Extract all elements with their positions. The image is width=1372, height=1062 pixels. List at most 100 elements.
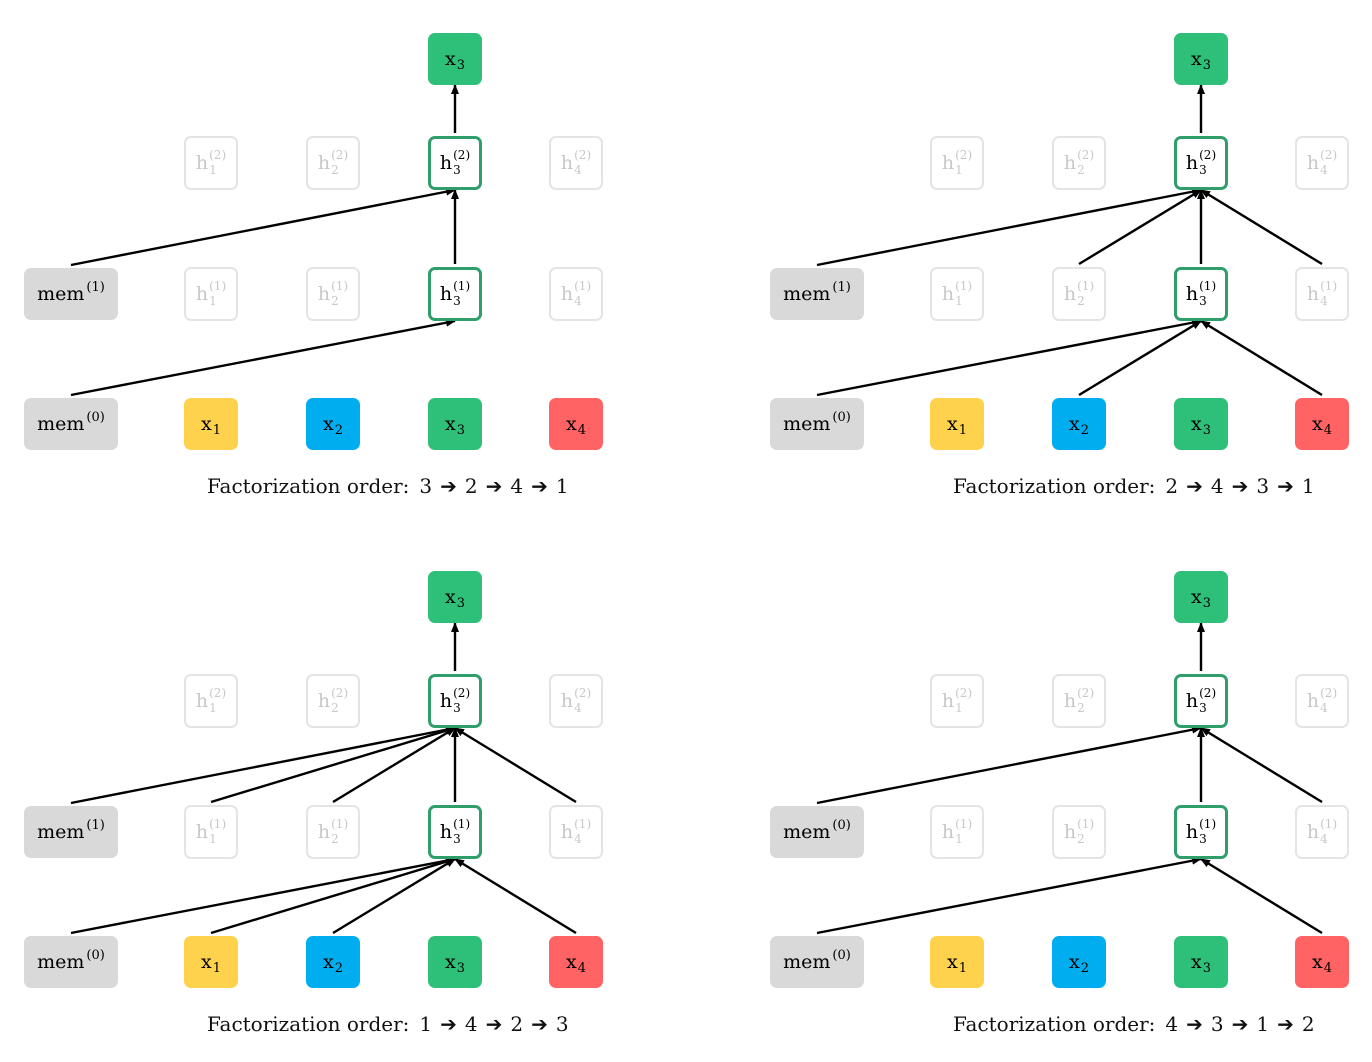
edge-x2-to-h3_1 — [1078, 319, 1202, 397]
x-text: x — [445, 48, 456, 70]
order-step: 2 — [1301, 1012, 1315, 1036]
token-index: 2 — [1080, 422, 1089, 438]
order-step: 3 — [1256, 474, 1270, 498]
hidden-label: h(1)1 — [196, 279, 227, 308]
hidden-indices: (1)2 — [331, 280, 348, 307]
order-arrow: ➔ — [485, 1012, 503, 1036]
edge-x2-to-h3_1 — [332, 857, 456, 935]
hidden-indices: (1)3 — [1199, 280, 1216, 307]
hidden-h4-layer2: h(2)4 — [1295, 674, 1349, 728]
h-text: h — [1185, 690, 1199, 712]
order-step: 3 — [1210, 1012, 1224, 1036]
mem-layer-superscript: (1) — [832, 279, 851, 295]
order-step: 4 — [1210, 474, 1224, 498]
hidden-h3-layer2: h(2)3 — [428, 136, 482, 190]
hidden-label: h(1)4 — [1307, 280, 1337, 307]
hidden-indices: (1)4 — [574, 818, 591, 845]
order-step: 1 — [419, 1012, 433, 1036]
edge-mem0-to-h3_1 — [816, 318, 1202, 397]
hidden-h2-layer1: h(1)2 — [306, 805, 360, 859]
hidden-label: h(1)1 — [196, 817, 227, 845]
mem1-node: mem(0) — [770, 806, 864, 858]
hidden-label: h(2)3 — [439, 149, 470, 176]
hidden-label: h(2)3 — [1186, 149, 1216, 176]
hidden-h2-layer2: h(2)2 — [1052, 136, 1106, 190]
hidden-indices: (1)3 — [453, 279, 471, 307]
position-subscript: 3 — [1199, 832, 1207, 846]
hidden-indices: (1)2 — [1077, 280, 1094, 308]
h-text: h — [439, 152, 453, 174]
h-text: h — [1306, 821, 1320, 843]
edge-mem0-to-h3_1 — [70, 856, 456, 935]
hidden-label: h(2)3 — [440, 686, 471, 715]
hidden-label: h(1)2 — [317, 818, 348, 846]
layer-superscript: (2) — [209, 148, 227, 162]
layer-superscript: (1) — [453, 279, 471, 293]
hidden-h3-layer1: h(1)3 — [1174, 805, 1228, 859]
caption-prefix: Factorization order: — [207, 1012, 410, 1036]
hidden-h4-layer2: h(2)4 — [1295, 136, 1349, 190]
h-text: h — [439, 283, 453, 305]
mem-text: mem — [783, 951, 831, 973]
x-text: x — [947, 951, 958, 973]
hidden-h2-layer2: h(2)2 — [306, 136, 360, 190]
edge-x1-to-h3_1 — [210, 857, 456, 935]
x-text: x — [1191, 413, 1202, 435]
x-text: x — [947, 413, 958, 435]
order-step: 1 — [1301, 474, 1315, 498]
position-subscript: 2 — [331, 832, 339, 846]
order-arrow: ➔ — [1231, 474, 1249, 498]
x-text: x — [1312, 413, 1323, 435]
hidden-label: h(1)2 — [1063, 818, 1094, 846]
position-subscript: 2 — [1077, 832, 1085, 846]
mem0-node: mem(0) — [770, 398, 864, 450]
x-text: x — [323, 951, 334, 973]
h-text: h — [317, 152, 331, 174]
h-text: h — [317, 821, 331, 843]
order-step: 3 — [555, 1012, 569, 1036]
h-text: h — [317, 283, 331, 305]
order-arrow: ➔ — [1277, 474, 1294, 498]
hidden-indices: (2)4 — [1320, 149, 1337, 177]
h-text: h — [1063, 821, 1077, 843]
hidden-indices: (2)3 — [1199, 149, 1216, 176]
position-subscript: 4 — [1320, 832, 1328, 846]
position-subscript: 1 — [209, 294, 217, 308]
position-subscript: 3 — [453, 701, 461, 715]
hidden-label: h(2)4 — [1307, 686, 1338, 714]
layer-superscript: (2) — [453, 686, 471, 700]
order-arrow: ➔ — [531, 1012, 548, 1036]
hidden-label: h(1)4 — [561, 280, 591, 307]
mem-label: mem(0) — [783, 948, 851, 974]
mem0-node: mem(0) — [770, 936, 864, 988]
layer-superscript: (2) — [1320, 686, 1338, 700]
layer-superscript: (2) — [331, 148, 349, 162]
order-arrow: ➔ — [1186, 474, 1203, 498]
layer-superscript: (1) — [209, 279, 227, 293]
position-subscript: 1 — [209, 701, 217, 715]
hidden-indices: (2)1 — [955, 149, 972, 176]
layer-superscript: (2) — [1077, 686, 1095, 700]
position-subscript: 2 — [1077, 294, 1085, 308]
edge-h4_1-to-h3_2 — [1200, 726, 1323, 804]
position-subscript: 4 — [1320, 163, 1328, 177]
mem-layer-superscript: (1) — [86, 817, 105, 833]
order-step: 2 — [464, 474, 478, 498]
layer-superscript: (1) — [209, 817, 227, 831]
layer-superscript: (2) — [209, 686, 227, 700]
order-step: 2 — [510, 1012, 524, 1036]
